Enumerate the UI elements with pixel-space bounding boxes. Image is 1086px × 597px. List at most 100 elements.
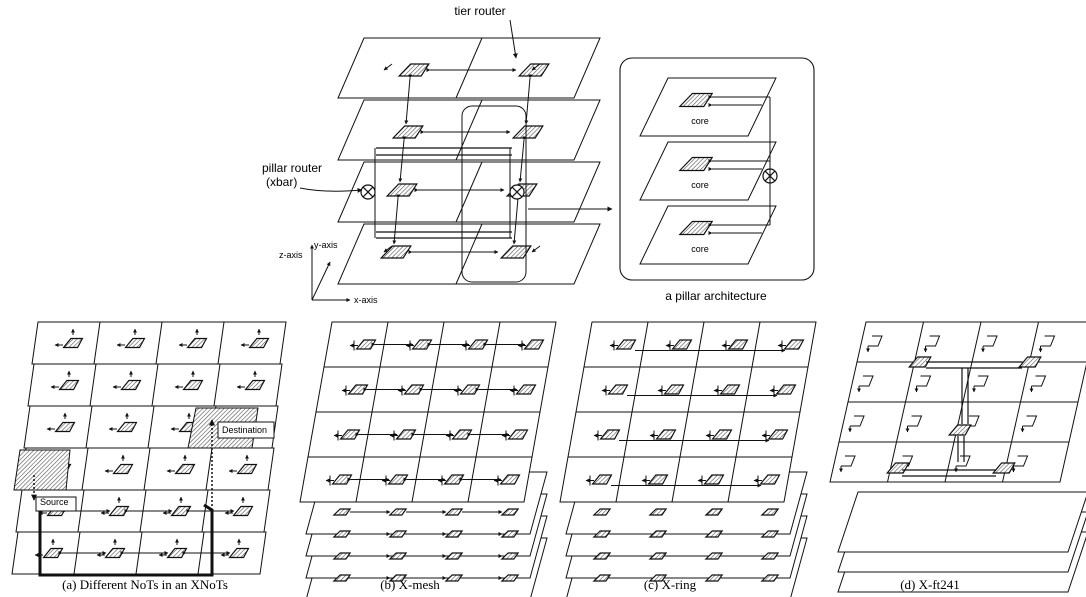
pillar-architecture-caption: a pillar architecture (665, 289, 767, 303)
router-core (444, 574, 464, 582)
router-core (347, 384, 369, 395)
grid-divider (971, 321, 982, 363)
grid-divider (679, 411, 689, 458)
pillar-tier-plane (639, 141, 777, 201)
leaf-link (907, 415, 923, 427)
core-label: core (691, 116, 709, 126)
destination-tag (217, 421, 275, 439)
grid-divider (751, 321, 761, 368)
router-core (388, 574, 408, 582)
router-core (232, 505, 254, 517)
leaf-link (841, 455, 856, 467)
panel-d-x-ft241 (829, 321, 1086, 593)
grid-divider (671, 456, 681, 503)
top-tier-grid (299, 321, 557, 503)
router-core (500, 530, 520, 538)
local-port-arrow (531, 63, 541, 71)
router-core (116, 421, 138, 433)
router-core (523, 339, 545, 350)
tier-stack-diagram (337, 37, 601, 285)
router-core (443, 474, 465, 485)
grid-divider (695, 321, 705, 368)
y-axis-label: y-axis (314, 240, 338, 250)
vertical-link (392, 194, 401, 245)
destination-label: Destination (222, 425, 267, 435)
grid-divider (93, 321, 101, 365)
tier-plane (337, 223, 601, 285)
router-core (451, 429, 473, 440)
router-core (467, 339, 489, 350)
pillar-core-tile (678, 156, 714, 172)
router-core (42, 547, 64, 559)
router-core (54, 421, 76, 433)
router-core (170, 505, 192, 517)
router-core (339, 429, 361, 440)
router-core (244, 379, 266, 391)
grid-divider (155, 321, 163, 365)
route-bold (38, 502, 214, 577)
grid-divider (727, 456, 737, 503)
core-tile (385, 183, 418, 197)
router-core (182, 379, 204, 391)
router-core (355, 339, 377, 350)
router-core (760, 574, 780, 582)
router-core (648, 552, 668, 560)
pillar-tier-plane (639, 77, 777, 137)
pillar-highlight-box (461, 105, 527, 283)
router-core (166, 547, 188, 559)
leaf-link (925, 335, 941, 347)
source-tag (35, 496, 77, 512)
core-tile (499, 245, 532, 259)
grid-divider (81, 447, 89, 491)
router-core (332, 508, 352, 516)
grid-divider (631, 366, 641, 413)
router-core (332, 530, 352, 538)
router-core (444, 552, 464, 560)
router-core (727, 339, 749, 350)
tier-plane (337, 161, 601, 223)
grid-divider (147, 405, 155, 449)
tier-divider (455, 223, 483, 285)
router-core (704, 552, 724, 560)
pillar-router-pointer (299, 187, 363, 193)
router-core (592, 552, 612, 560)
tier-layer-plane (837, 491, 1086, 553)
router-core (388, 508, 408, 516)
tier-plane (337, 99, 601, 161)
router-core (459, 384, 481, 395)
router-core (648, 574, 668, 582)
grid-divider (213, 363, 221, 407)
grid-divider (1020, 361, 1030, 403)
caption-c: (c) X-ring (644, 577, 697, 592)
grid-divider (914, 321, 924, 363)
local-port-arrow (383, 63, 393, 71)
tier-router-label: tier router (454, 4, 505, 18)
leaf-link (974, 375, 989, 387)
router-core (174, 463, 196, 475)
grid-divider (205, 447, 213, 491)
router-core (648, 530, 668, 538)
switch-core (947, 424, 972, 436)
vertical-link (518, 136, 527, 183)
panel-a-xnots (11, 321, 287, 577)
router-core (58, 379, 80, 391)
router-core (592, 530, 612, 538)
panel-c-x-ring (559, 321, 817, 597)
core-tile (511, 125, 544, 139)
router-core (767, 429, 789, 440)
router-core (655, 429, 677, 440)
local-port-arrow (531, 245, 541, 253)
tier-plane (337, 37, 601, 99)
leaf-link (868, 335, 883, 347)
switch-core (907, 356, 932, 368)
core-tile (397, 63, 430, 77)
router-core (388, 530, 408, 538)
grid-divider (623, 411, 633, 458)
router-core (592, 508, 612, 516)
vertical-link (404, 74, 413, 125)
router-core (403, 384, 425, 395)
panel-b-x-mesh (299, 321, 557, 597)
router-core (500, 552, 520, 560)
